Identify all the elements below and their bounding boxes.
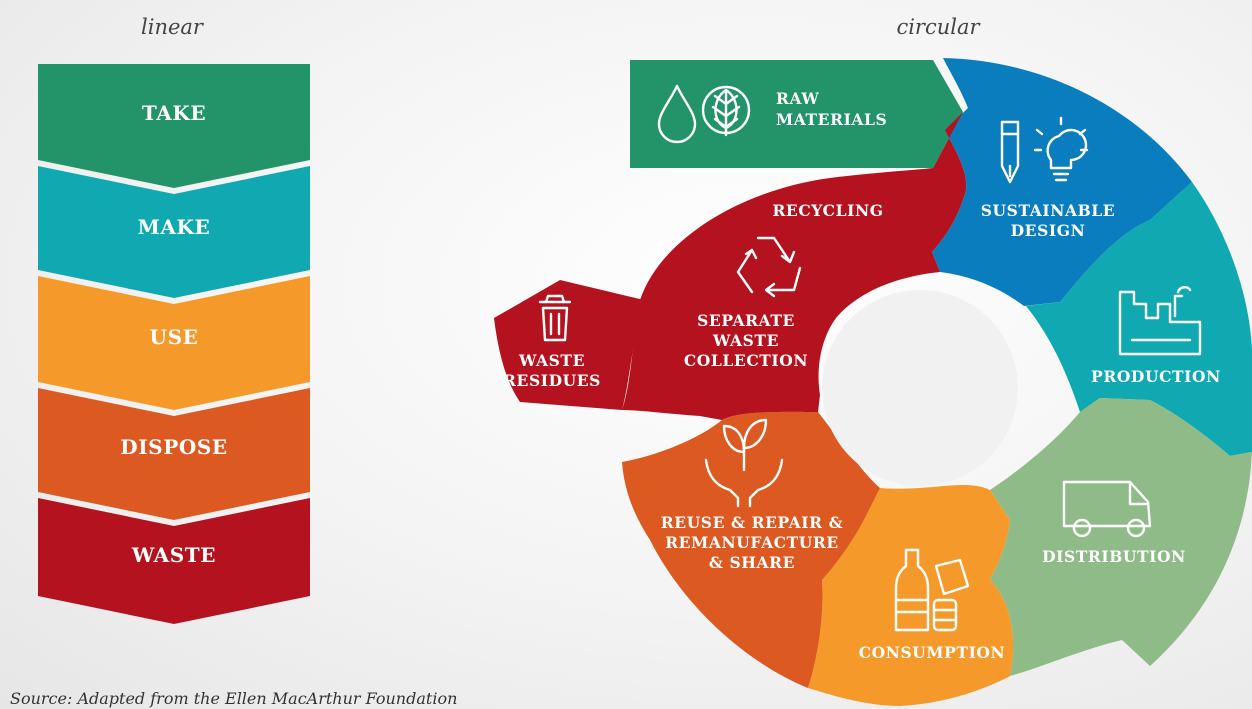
consumption-label: CONSUMPTION — [859, 643, 1006, 662]
raw-materials-label-line1: RAW — [776, 89, 819, 108]
linear-step-take-shape — [38, 64, 310, 188]
reuse-label-line3: & SHARE — [709, 553, 795, 572]
source-note: Source: Adapted from the Ellen MacArthur… — [10, 689, 457, 708]
distribution-shape — [990, 398, 1252, 676]
circular-heading: circular — [896, 15, 981, 39]
raw-materials-shape — [630, 60, 963, 168]
recycling-shape — [622, 112, 967, 420]
waste-residues-label-line1: WASTE — [518, 351, 585, 370]
trash-can-icon — [538, 294, 572, 342]
distribution-label: DISTRIBUTION — [1042, 547, 1186, 566]
linear-step-dispose-shape — [38, 388, 310, 520]
factory-icon — [1118, 286, 1202, 356]
segment-distribution: DISTRIBUTION — [990, 398, 1252, 676]
sustainable-design-label-line2: DESIGN — [1011, 221, 1086, 240]
linear-step-waste-shape — [38, 498, 310, 624]
bottle-and-can-icon — [894, 548, 970, 632]
recycling-title: RECYCLING — [772, 201, 883, 220]
water-drop-icon — [657, 84, 697, 144]
raw-materials-label-line2: MATERIALS — [776, 110, 887, 129]
consumption-shape — [808, 485, 1014, 706]
production-shape — [1026, 182, 1252, 456]
waste-residues-label-line2: RESIDUES — [503, 371, 601, 390]
linear-step-waste: WASTE — [38, 498, 310, 624]
pencil-icon — [1000, 120, 1020, 184]
linear-heading: linear — [141, 15, 205, 39]
segment-consumption: CONSUMPTION — [808, 485, 1014, 706]
reuse-shape — [622, 411, 880, 688]
reuse-label-line2: REMANUFACTURE — [665, 533, 839, 552]
recycling-label-line1: SEPARATE — [697, 311, 795, 330]
reuse-label-line1: REUSE & REPAIR & — [661, 513, 843, 532]
recycling-label-line2: WASTE — [712, 331, 779, 350]
linear-step-dispose: DISPOSE — [38, 388, 310, 520]
segment-reuse-repair: REUSE & REPAIR & REMANUFACTURE & SHARE — [622, 411, 880, 688]
recycle-icon — [736, 236, 802, 298]
hands-with-plant-icon — [704, 418, 784, 508]
circular-economy: RAW MATERIALS SUSTAINABLE DESIGN P — [494, 58, 1252, 706]
leaf-icon — [701, 85, 751, 137]
linear-step-use: USE — [38, 276, 310, 410]
linear-step-dispose-label: DISPOSE — [120, 435, 228, 459]
linear-step-take: TAKE — [38, 64, 310, 188]
segment-waste-residues: WASTE RESIDUES — [494, 280, 644, 410]
segment-sustainable-design: SUSTAINABLE DESIGN — [932, 58, 1192, 306]
linear-step-make-label: MAKE — [138, 215, 211, 239]
segment-production: PRODUCTION — [1026, 182, 1252, 456]
linear-economy: TAKE MAKE USE DISPOSE WASTE — [38, 64, 310, 624]
linear-step-take-label: TAKE — [142, 101, 206, 125]
lightbulb-icon — [1033, 116, 1089, 182]
linear-step-waste-label: WASTE — [131, 543, 216, 567]
delivery-van-icon — [1062, 480, 1152, 538]
sustainable-design-shape — [932, 58, 1192, 306]
waste-residues-shape — [494, 280, 644, 410]
linear-step-make-shape — [38, 166, 310, 298]
linear-step-make: MAKE — [38, 166, 310, 298]
sustainable-design-label-line1: SUSTAINABLE — [981, 201, 1115, 220]
linear-step-use-shape — [38, 276, 310, 410]
segment-raw-materials: RAW MATERIALS — [630, 60, 963, 168]
circular-center-hole — [822, 290, 1018, 486]
production-label: PRODUCTION — [1091, 367, 1221, 386]
linear-step-use-label: USE — [150, 325, 199, 349]
segment-recycling: RECYCLING SEPARATE WASTE COLLECTION — [622, 112, 967, 420]
recycling-label-line3: COLLECTION — [684, 351, 808, 370]
